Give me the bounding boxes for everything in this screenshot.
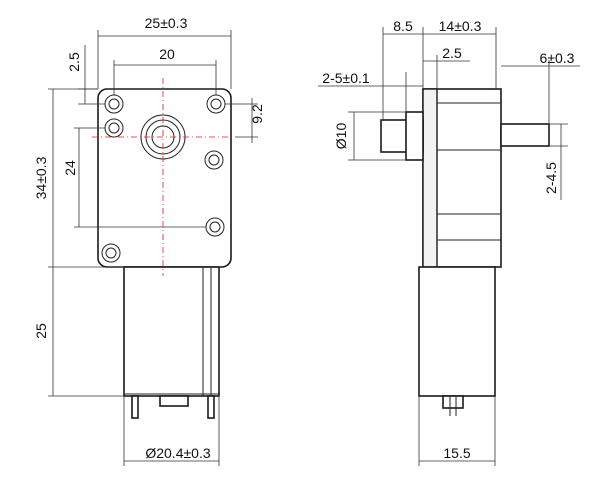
dim-width: 25±0.3 bbox=[145, 15, 188, 31]
mount-hole bbox=[204, 150, 224, 170]
terminal-side bbox=[442, 395, 464, 409]
terminal-left bbox=[131, 395, 139, 419]
dim-flange: 2.5 bbox=[442, 45, 462, 61]
bearing-cap bbox=[159, 395, 189, 407]
dim-motor-length: 25 bbox=[33, 323, 49, 339]
side-view: 8.5 14±0.3 2.5 6±0.3 2-5±0.1 Ø10 2-4.5 1… bbox=[318, 18, 580, 466]
gearbox-plate bbox=[97, 88, 232, 268]
dim-height: 34±0.3 bbox=[33, 156, 49, 199]
dim-motor-diameter: Ø20.4±0.3 bbox=[145, 445, 210, 461]
dim-gearbox-depth: 14±0.3 bbox=[439, 18, 482, 34]
dim-shaft-diameter: Ø10 bbox=[333, 123, 349, 150]
dim-flat: 2-5±0.1 bbox=[322, 70, 370, 86]
front-plate bbox=[422, 88, 438, 268]
dim-top-offset: 2.5 bbox=[66, 52, 82, 72]
front-view: 25±0.3 20 2.5 9.2 34±0.3 24 25 bbox=[33, 15, 265, 466]
terminal-right bbox=[207, 395, 215, 419]
motor-body bbox=[123, 266, 220, 397]
motor-body-side bbox=[418, 266, 496, 397]
dim-right-offset: 9.2 bbox=[249, 104, 265, 124]
dim-motor-width: 15.5 bbox=[443, 445, 470, 461]
dim-side-offset: 8.5 bbox=[393, 18, 413, 34]
mount-hole bbox=[101, 243, 121, 263]
dim-flat-depth: 2-4.5 bbox=[543, 162, 559, 194]
dim-shaft-length: 6±0.3 bbox=[540, 50, 575, 66]
dim-hole-spacing: 20 bbox=[159, 46, 175, 62]
shaft-flat bbox=[405, 111, 424, 161]
rear-shaft bbox=[500, 123, 550, 147]
dim-inner-height: 24 bbox=[62, 160, 78, 176]
